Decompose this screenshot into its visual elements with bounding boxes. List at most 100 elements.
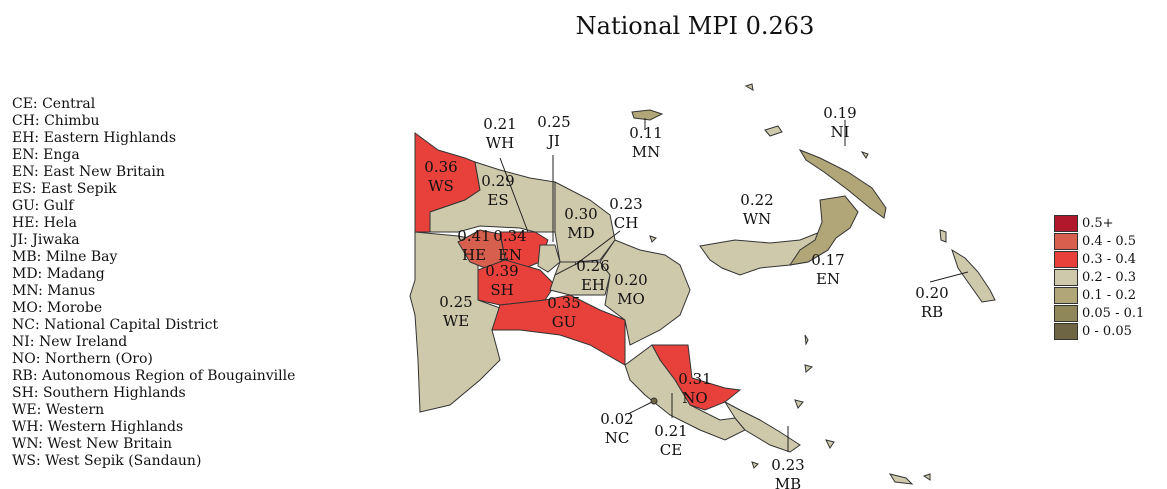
legend-label: 0.4 - 0.5 bbox=[1082, 233, 1137, 249]
region-code-label: EN bbox=[498, 246, 522, 264]
region-shape-new-ireland bbox=[798, 148, 887, 219]
abbreviation-item: NI: New Ireland bbox=[12, 334, 128, 350]
region-shapes bbox=[409, 83, 996, 485]
abbreviation-item: MN: Manus bbox=[12, 283, 96, 299]
region-code-label: JI bbox=[546, 132, 560, 150]
region-shape-western-highlands bbox=[537, 244, 561, 273]
region-value-label: 0.34 bbox=[493, 227, 526, 245]
region-code-label: GU bbox=[552, 313, 577, 331]
abbreviation-item: SH: Southern Highlands bbox=[12, 385, 186, 401]
region-value-label: 0.31 bbox=[678, 370, 711, 388]
region-value-label: 0.22 bbox=[740, 191, 773, 209]
abbreviation-item: MD: Madang bbox=[12, 266, 105, 282]
region-code-label: HE bbox=[462, 246, 486, 264]
region-value-label: 0.17 bbox=[811, 251, 844, 269]
region-value-label: 0.02 bbox=[600, 410, 633, 428]
region-value-label: 0.25 bbox=[439, 293, 472, 311]
legend-label: 0.3 - 0.4 bbox=[1082, 251, 1137, 267]
legend-item: 0.2 - 0.3 bbox=[1054, 268, 1144, 286]
region-shape-east-new-britain bbox=[788, 195, 859, 266]
region-code-label: RB bbox=[921, 303, 943, 321]
region-code-label: MD bbox=[567, 224, 594, 242]
island-shape bbox=[751, 461, 759, 469]
region-shape-manus bbox=[631, 109, 664, 121]
region-code-label: NI bbox=[830, 123, 849, 141]
abbreviation-item: CE: Central bbox=[12, 96, 96, 112]
region-value-label: 0.20 bbox=[614, 271, 647, 289]
legend-swatch bbox=[1054, 304, 1078, 322]
region-code-label: NC bbox=[605, 429, 630, 447]
abbreviation-item: NO: Northern (Oro) bbox=[12, 351, 153, 367]
region-value-label: 0.21 bbox=[654, 422, 687, 440]
island-shape bbox=[939, 229, 947, 243]
legend-item: 0.05 - 0.1 bbox=[1054, 304, 1144, 322]
region-shape-madang bbox=[554, 181, 616, 263]
legend-label: 0.5+ bbox=[1082, 215, 1114, 231]
region-shape-southern-highlands bbox=[477, 259, 556, 306]
region-value-label: 0.41 bbox=[457, 227, 490, 245]
legend-item: 0.1 - 0.2 bbox=[1054, 286, 1144, 304]
abbreviation-item: CH: Chimbu bbox=[12, 113, 100, 129]
legend-label: 0.2 - 0.3 bbox=[1082, 269, 1137, 285]
map-title: National MPI 0.263 bbox=[575, 12, 815, 40]
island-shape bbox=[888, 473, 914, 485]
legend-item: 0.3 - 0.4 bbox=[1054, 250, 1144, 268]
region-value-label: 0.19 bbox=[823, 104, 856, 122]
region-value-label: 0.11 bbox=[629, 124, 662, 142]
abbreviation-item: RB: Autonomous Region of Bougainville bbox=[12, 368, 296, 384]
region-code-label: WH bbox=[486, 134, 515, 152]
abbreviation-item: ES: East Sepik bbox=[12, 181, 117, 197]
region-shape-morobe bbox=[599, 239, 691, 346]
island-shape bbox=[649, 235, 657, 243]
legend-item: 0.5+ bbox=[1054, 214, 1144, 232]
region-value-label: 0.23 bbox=[771, 456, 804, 474]
island-shape bbox=[794, 399, 804, 409]
legend-swatch bbox=[1054, 250, 1078, 268]
region-shape-eastern-highlands bbox=[549, 261, 611, 296]
abbreviation-item: EN: East New Britain bbox=[12, 164, 165, 180]
legend-item: 0.4 - 0.5 bbox=[1054, 232, 1144, 250]
abbreviation-item: HE: Hela bbox=[12, 215, 77, 231]
abbreviation-item: WS: West Sepik (Sandaun) bbox=[12, 453, 202, 469]
region-shape-bougainville bbox=[951, 248, 996, 303]
region-code-label: WE bbox=[443, 312, 469, 330]
legend: 0.5+ 0.4 - 0.5 0.3 - 0.4 0.2 - 0.3 0.1 - 0.2… bbox=[1054, 214, 1144, 340]
region-code-label: EH bbox=[581, 276, 605, 294]
abbreviation-item: WH: Western Highlands bbox=[12, 419, 184, 435]
legend-label: 0 - 0.05 bbox=[1082, 323, 1132, 339]
region-code-label: MB bbox=[775, 475, 801, 489]
abbreviation-item: EN: Enga bbox=[12, 147, 80, 163]
abbreviation-item: MB: Milne Bay bbox=[12, 249, 118, 265]
region-value-label: 0.25 bbox=[537, 113, 570, 131]
region-code-label: EN bbox=[816, 270, 840, 288]
legend-swatch bbox=[1054, 286, 1078, 304]
island-shape bbox=[860, 151, 869, 159]
region-code-label: ES bbox=[487, 191, 508, 209]
legend-label: 0.1 - 0.2 bbox=[1082, 287, 1137, 303]
abbreviation-item: NC: National Capital District bbox=[12, 317, 219, 333]
region-code-label: NO bbox=[682, 389, 707, 407]
legend-swatch bbox=[1054, 214, 1078, 232]
region-code-label: SH bbox=[490, 281, 513, 299]
region-code-label: WS bbox=[428, 177, 454, 195]
region-shape-ncd bbox=[650, 397, 658, 405]
island-shape bbox=[922, 473, 931, 481]
region-code-label: MO bbox=[617, 290, 645, 308]
island-shape bbox=[804, 334, 809, 346]
legend-swatch bbox=[1054, 268, 1078, 286]
region-value-label: 0.20 bbox=[915, 284, 948, 302]
island-shape bbox=[744, 83, 754, 91]
region-value-label: 0.23 bbox=[609, 195, 642, 213]
region-code-label: MN bbox=[632, 143, 660, 161]
region-code-label: CH bbox=[614, 214, 639, 232]
abbreviation-item: MO: Morobe bbox=[12, 300, 103, 316]
abbreviation-item: WE: Western bbox=[12, 402, 105, 418]
region-value-label: 0.35 bbox=[547, 294, 580, 312]
region-value-label: 0.39 bbox=[485, 262, 518, 280]
region-value-label: 0.26 bbox=[576, 257, 609, 275]
region-code-label: CE bbox=[660, 441, 682, 459]
abbreviation-item: EH: Eastern Highlands bbox=[12, 130, 177, 146]
